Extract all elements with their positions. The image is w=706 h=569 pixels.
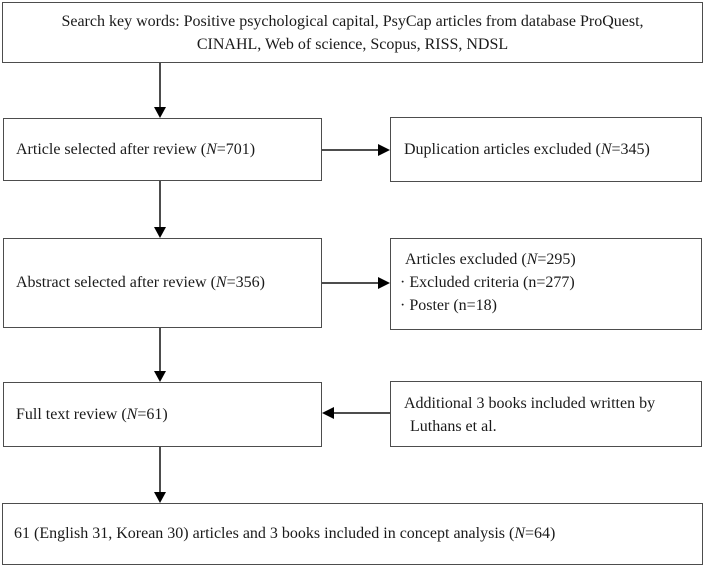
search-keywords-box: Search key words: Positive psychological… (2, 2, 703, 63)
duplication-excluded-text: Duplication articles excluded (N=345) (404, 141, 650, 159)
duplication-excluded-n: N (600, 140, 612, 158)
search-keywords-line1: Search key words: Positive psychological… (61, 12, 644, 30)
full-text-review-pre: Full text review ( (16, 405, 127, 423)
abstract-selected-box: Abstract selected after review (N=356) (3, 238, 322, 328)
arrow-books-to-fulltext-stem (334, 412, 390, 414)
arrow-abstract-to-excluded-stem (322, 282, 379, 284)
arrow-abstract-to-excluded-head (378, 277, 390, 289)
articles-excluded-box: Articles excluded (N=295) · Excluded cri… (390, 238, 702, 330)
arrow-abstract-to-fulltext-head (154, 371, 166, 382)
abstract-selected-n: N (215, 274, 227, 291)
final-inclusion-text: 61 (English 31, Korean 30) articles and … (14, 525, 555, 543)
article-selected-n: N (206, 140, 217, 158)
search-keywords-line2: CINAHL, Web of science, Scopus, RISS, ND… (196, 35, 509, 53)
final-inclusion-box: 61 (English 31, Korean 30) articles and … (2, 503, 703, 565)
additional-books-line1: Additional 3 books included written by (404, 395, 656, 412)
arrow-search-to-article-head (154, 107, 166, 118)
arrow-fulltext-to-final-stem (159, 447, 161, 492)
final-inclusion-pre: 61 (English 31, Korean 30) articles and … (14, 525, 515, 542)
article-selected-pre: Article selected after review ( (16, 140, 207, 158)
arrow-article-to-duplication-stem (322, 149, 379, 151)
final-inclusion-post: =64) (525, 525, 556, 542)
articles-excluded-line1: Articles excluded (N=295) (391, 248, 701, 271)
arrow-article-to-abstract-head (154, 227, 166, 238)
additional-books-box: Additional 3 books included written by L… (390, 381, 702, 447)
arrow-fulltext-to-final-head (154, 492, 166, 503)
article-selected-text: Article selected after review (N=701) (16, 141, 255, 159)
articles-excluded-line1-post: =295) (537, 251, 576, 268)
duplication-excluded-post: =345) (611, 140, 650, 158)
article-selected-box: Article selected after review (N=701) (3, 118, 322, 181)
full-text-review-n: N (126, 405, 138, 423)
duplication-excluded-pre: Duplication articles excluded ( (404, 140, 601, 158)
arrow-search-to-article-stem (159, 63, 161, 108)
abstract-selected-text: Abstract selected after review (N=356) (16, 274, 265, 292)
full-text-review-box: Full text review (N=61) (3, 382, 322, 447)
article-selected-post: =701) (216, 140, 256, 158)
abstract-selected-pre: Abstract selected after review ( (16, 274, 216, 291)
articles-excluded-line2: · Excluded criteria (n=277) (400, 274, 575, 291)
arrow-books-to-fulltext-head (322, 407, 334, 419)
articles-excluded-line1-n: N (526, 251, 538, 268)
articles-excluded-line1-pre: Articles excluded ( (405, 251, 527, 268)
full-text-review-text: Full text review (N=61) (16, 406, 168, 424)
arrow-abstract-to-fulltext-stem (159, 328, 161, 372)
arrow-article-to-duplication-head (378, 144, 390, 156)
additional-books-line2: Luthans et al. (410, 418, 497, 435)
final-inclusion-n: N (514, 525, 525, 542)
full-text-review-post: =61) (137, 405, 168, 423)
abstract-selected-post: =356) (226, 274, 265, 291)
arrow-article-to-abstract-stem (159, 181, 161, 228)
articles-excluded-line3: · Poster (n=18) (400, 297, 498, 314)
duplication-excluded-box: Duplication articles excluded (N=345) (390, 117, 702, 182)
